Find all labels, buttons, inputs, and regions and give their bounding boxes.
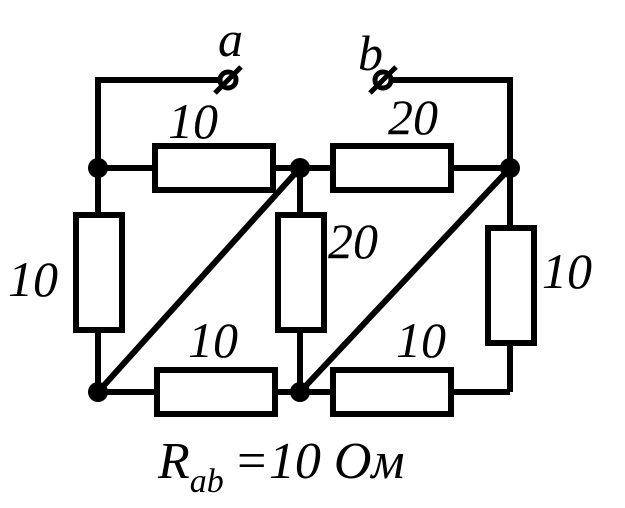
resistor-top-right (330, 143, 454, 193)
node-top-middle (290, 158, 310, 178)
resistor-bottom-right-value: 10 (396, 312, 446, 368)
resistor-bottom-right (330, 367, 454, 417)
resistor-top-left (152, 143, 276, 193)
resistor-left (73, 212, 125, 333)
node-top-right (500, 158, 520, 178)
terminal-b-icon (368, 65, 398, 95)
node-bottom-middle (290, 382, 310, 402)
terminal-b-label: b (358, 25, 383, 81)
terminal-a-icon (213, 65, 243, 95)
resistor-bottom-left (154, 367, 278, 417)
resistor-top-right-value: 20 (388, 89, 438, 145)
resistor-right (485, 225, 537, 346)
wire-diagonal-left (95, 165, 303, 395)
result-symbol: R (157, 433, 190, 490)
resistor-left-value: 10 (8, 251, 58, 307)
resistor-bottom-left-value: 10 (188, 312, 238, 368)
node-top-left (88, 158, 108, 178)
result-subscript: ab (190, 463, 224, 500)
resistor-middle-value: 20 (328, 213, 378, 269)
resistor-top-left-value: 10 (168, 93, 218, 149)
terminal-a-label: a (218, 11, 243, 67)
resistor-right-value: 10 (542, 243, 592, 299)
result-formula: Rab =10 Ом (157, 433, 405, 500)
wire-terminal-b (383, 77, 513, 168)
node-bottom-left (88, 382, 108, 402)
wire-terminal-a (95, 77, 228, 168)
result-value: =10 Ом (234, 433, 405, 490)
resistor-middle (275, 212, 327, 333)
wire-diagonal-right (297, 165, 513, 395)
